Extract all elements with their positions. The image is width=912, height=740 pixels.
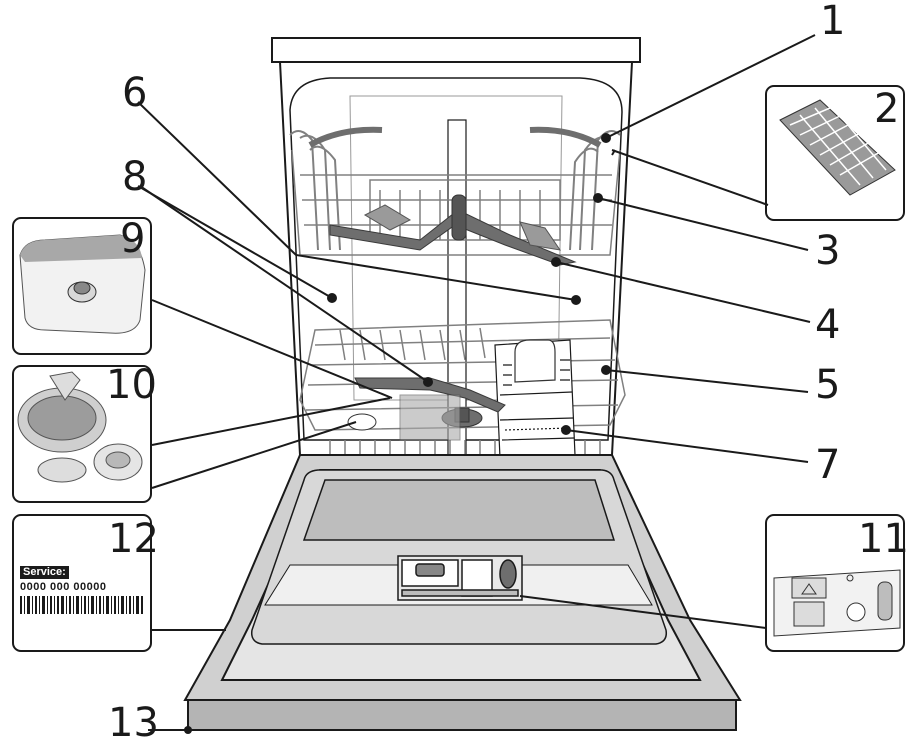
callout-number-13: 13	[108, 700, 159, 740]
barcode	[20, 596, 143, 614]
callout-number-7: 7	[815, 442, 840, 488]
cutlery-basket	[494, 339, 576, 459]
inset-panel-2	[765, 85, 905, 221]
callout-number-11: 11	[858, 516, 909, 562]
callout-number-4: 4	[815, 302, 840, 348]
salt-container-cap	[347, 394, 461, 441]
callout-number-8: 8	[122, 154, 147, 200]
callout-number-10: 10	[106, 362, 157, 408]
callout-number-9: 9	[120, 216, 145, 262]
callout-number-1: 1	[820, 0, 845, 44]
inset-panel-12	[12, 514, 152, 652]
callout-number-6: 6	[122, 70, 147, 116]
upper-spray-clips	[308, 126, 602, 148]
callout-number-12: 12	[108, 516, 159, 562]
callout-dots	[184, 133, 611, 734]
service-label-title: Service:	[20, 566, 69, 579]
inset-panel-11	[765, 514, 905, 652]
callout-number-2: 2	[874, 86, 899, 132]
door-detergent-dispenser	[397, 555, 523, 601]
callout-number-5: 5	[815, 362, 840, 408]
kick-plate	[187, 699, 737, 731]
leader-lines	[137, 34, 816, 731]
service-label-code: 0000 000 00000	[20, 581, 107, 593]
inset-panel-9	[12, 217, 152, 355]
inset-panel-10	[12, 365, 152, 503]
callout-number-3: 3	[815, 228, 840, 274]
